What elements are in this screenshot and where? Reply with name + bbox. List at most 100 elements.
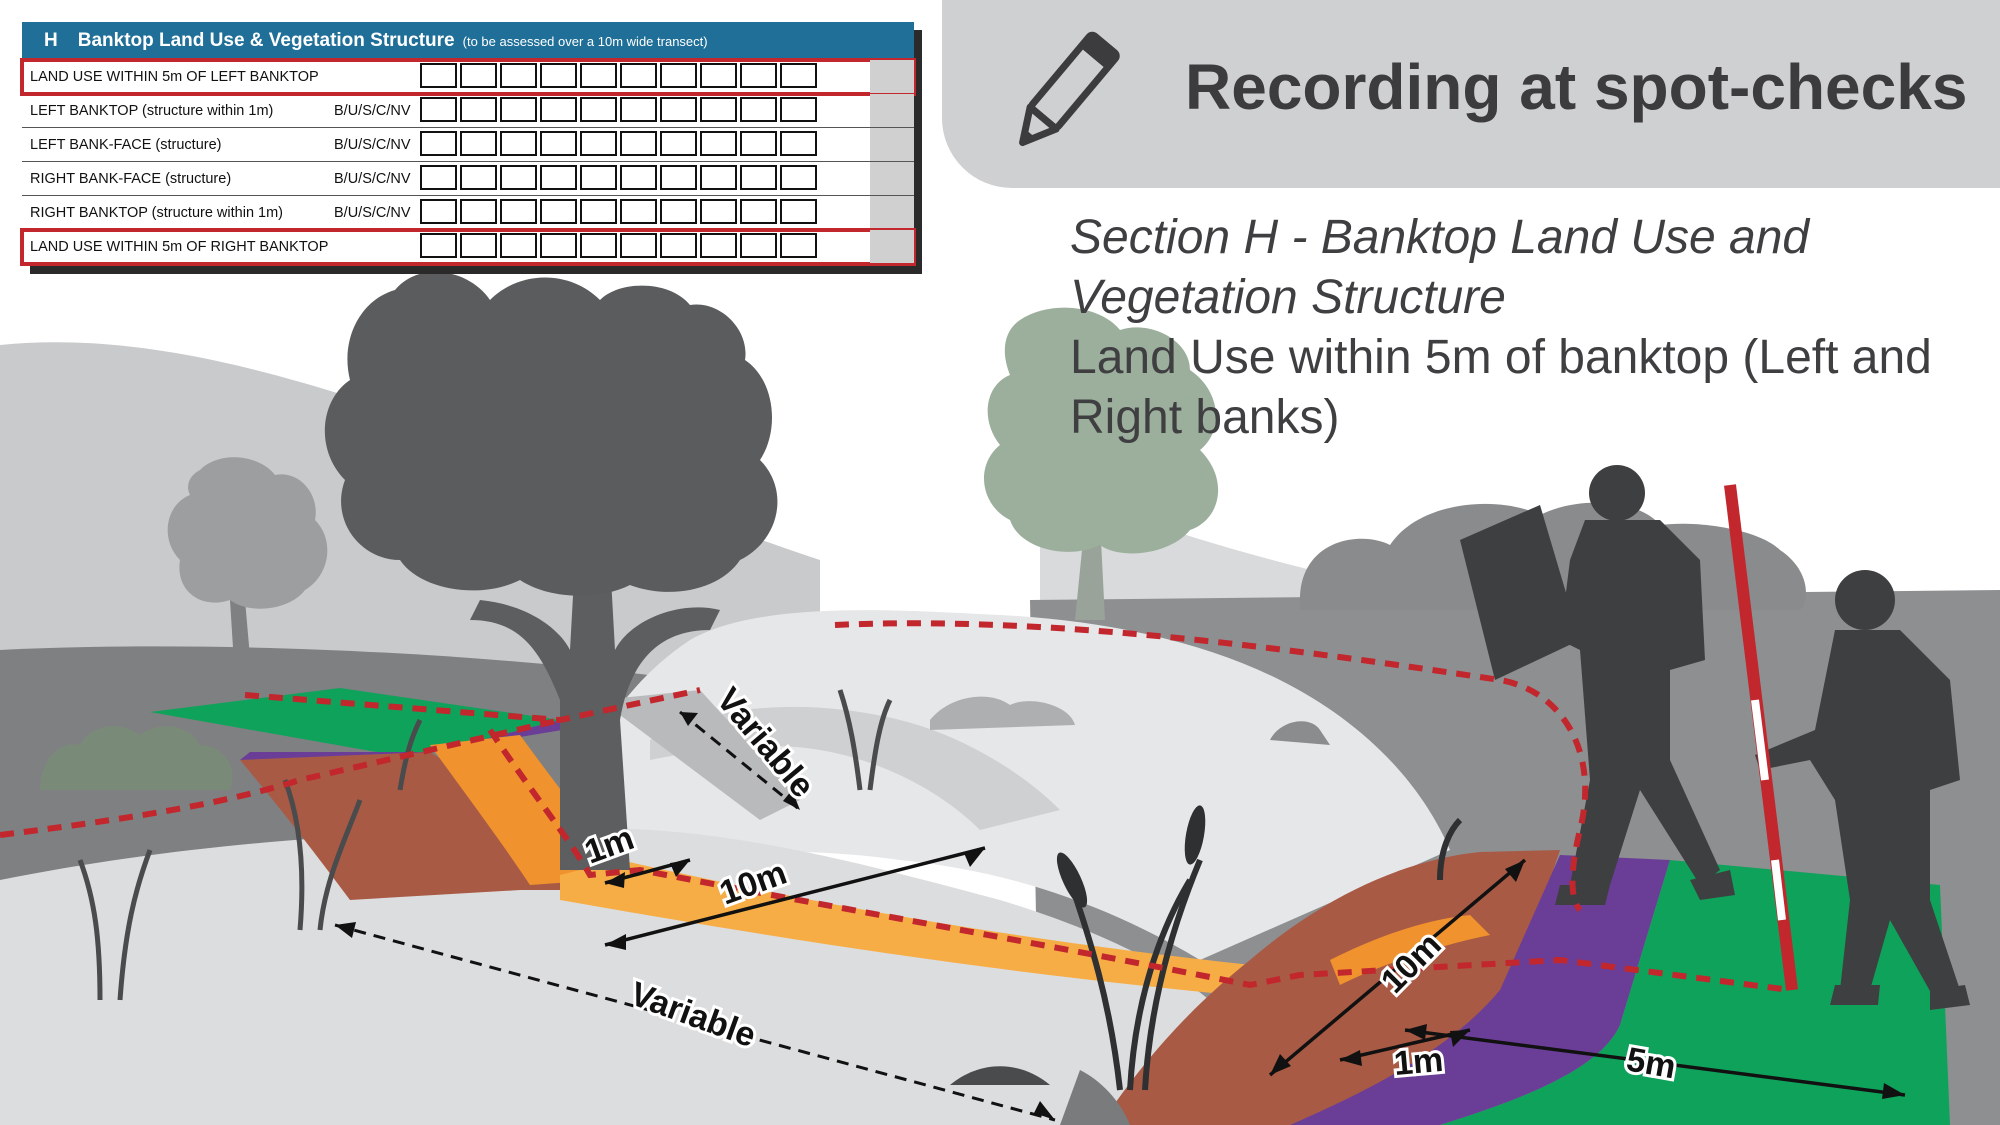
- entry-cell[interactable]: [420, 63, 457, 88]
- surveyor-with-pole: [1755, 570, 1970, 1010]
- entry-cell[interactable]: [780, 199, 817, 224]
- form-row-left-land-use: LAND USE WITHIN 5m OF LEFT BANKTOP: [20, 58, 916, 96]
- reeds-left: [77, 689, 893, 1001]
- row-tail: [870, 230, 914, 263]
- entry-cell[interactable]: [580, 63, 617, 88]
- entry-cell[interactable]: [740, 131, 777, 156]
- entry-cell[interactable]: [420, 131, 457, 156]
- row-cells: [420, 199, 820, 224]
- entry-cell[interactable]: [740, 233, 777, 258]
- entry-cell[interactable]: [580, 233, 617, 258]
- row-cells: [420, 97, 820, 122]
- entry-cell[interactable]: [420, 97, 457, 122]
- entry-cell[interactable]: [700, 165, 737, 190]
- entry-cell[interactable]: [660, 233, 697, 258]
- entry-cell[interactable]: [580, 199, 617, 224]
- entry-cell[interactable]: [780, 165, 817, 190]
- big-tree: [324, 271, 778, 870]
- entry-cell[interactable]: [460, 165, 497, 190]
- right-zone-purple: [1290, 855, 1670, 1125]
- section-description: Land Use within 5m of banktop (Left and …: [1070, 331, 1932, 444]
- entry-cell[interactable]: [660, 131, 697, 156]
- dimension-arrows: [604, 846, 1906, 1097]
- entry-cell[interactable]: [740, 165, 777, 190]
- dashed-boundaries: [0, 620, 1791, 993]
- entry-cell[interactable]: [580, 165, 617, 190]
- left-zone-green: [150, 688, 560, 758]
- entry-cell[interactable]: [620, 97, 657, 122]
- entry-cell[interactable]: [500, 97, 537, 122]
- entry-cell[interactable]: [620, 63, 657, 88]
- label-right-1m: 1m: [1392, 1041, 1444, 1083]
- form-row-right-banktop: RIGHT BANKTOP (structure within 1m) B/U/…: [22, 196, 914, 230]
- surveyor-with-clipboard: [1460, 465, 1735, 905]
- right-hill: [1040, 480, 2000, 610]
- small-gray-tree: [167, 457, 328, 680]
- entry-cell[interactable]: [620, 131, 657, 156]
- entry-cell[interactable]: [500, 63, 537, 88]
- entry-cell[interactable]: [700, 199, 737, 224]
- reeds-right: [1067, 817, 1463, 1091]
- entry-cell[interactable]: [660, 199, 697, 224]
- river-mid: [650, 706, 1060, 830]
- row-cells: [420, 63, 820, 88]
- section-heading: Section H - Banktop Land Use and Vegetat…: [1070, 211, 1810, 324]
- entry-cell[interactable]: [540, 165, 577, 190]
- entry-cell[interactable]: [500, 199, 537, 224]
- entry-cell[interactable]: [740, 199, 777, 224]
- entry-cell[interactable]: [700, 233, 737, 258]
- entry-cell[interactable]: [580, 97, 617, 122]
- entry-cell[interactable]: [500, 233, 537, 258]
- entry-cell[interactable]: [780, 233, 817, 258]
- entry-cell[interactable]: [740, 97, 777, 122]
- entry-cell[interactable]: [540, 131, 577, 156]
- row-label: LAND USE WITHIN 5m OF LEFT BANKTOP: [30, 68, 319, 85]
- entry-cell[interactable]: [500, 131, 537, 156]
- entry-cell[interactable]: [700, 131, 737, 156]
- entry-cell[interactable]: [660, 165, 697, 190]
- entry-cell[interactable]: [700, 97, 737, 122]
- entry-cell[interactable]: [620, 199, 657, 224]
- survey-pole: [1724, 484, 1798, 991]
- entry-cell[interactable]: [580, 131, 617, 156]
- entry-cell[interactable]: [660, 63, 697, 88]
- entry-cell[interactable]: [540, 97, 577, 122]
- entry-cell[interactable]: [460, 199, 497, 224]
- entry-cell[interactable]: [620, 165, 657, 190]
- entry-cell[interactable]: [700, 63, 737, 88]
- entry-cell[interactable]: [660, 97, 697, 122]
- row-tail: [870, 94, 914, 127]
- row-code: B/U/S/C/NV: [334, 136, 411, 153]
- entry-cell[interactable]: [460, 97, 497, 122]
- foreground-rock: [1060, 1070, 1130, 1125]
- green-tree: [983, 307, 1219, 620]
- cattail: [1184, 805, 1206, 865]
- entry-cell[interactable]: [540, 63, 577, 88]
- entry-cell[interactable]: [780, 97, 817, 122]
- right-zone-green: [1440, 860, 1950, 1125]
- entry-cell[interactable]: [540, 199, 577, 224]
- entry-cell[interactable]: [780, 131, 817, 156]
- entry-cell[interactable]: [460, 131, 497, 156]
- row-tail: [870, 196, 914, 229]
- entry-cell[interactable]: [460, 233, 497, 258]
- entry-cell[interactable]: [420, 165, 457, 190]
- entry-cell[interactable]: [780, 63, 817, 88]
- entry-cell[interactable]: [620, 233, 657, 258]
- entry-cell[interactable]: [500, 165, 537, 190]
- entry-cell[interactable]: [420, 199, 457, 224]
- row-label: RIGHT BANK-FACE (structure): [30, 170, 232, 187]
- entry-cell[interactable]: [740, 63, 777, 88]
- row-label: LEFT BANKTOP (structure within 1m): [30, 102, 274, 119]
- right-zone-orange: [1330, 915, 1490, 985]
- entry-cell[interactable]: [460, 63, 497, 88]
- entry-cell[interactable]: [420, 233, 457, 258]
- row-code: B/U/S/C/NV: [334, 204, 411, 221]
- form-header: H Banktop Land Use & Vegetation Structur…: [22, 22, 914, 60]
- row-tail: [870, 60, 914, 93]
- page-title: Recording at spot-checks: [1185, 51, 1968, 123]
- row-cells: [420, 165, 820, 190]
- stone: [950, 1066, 1050, 1085]
- entry-cell[interactable]: [540, 233, 577, 258]
